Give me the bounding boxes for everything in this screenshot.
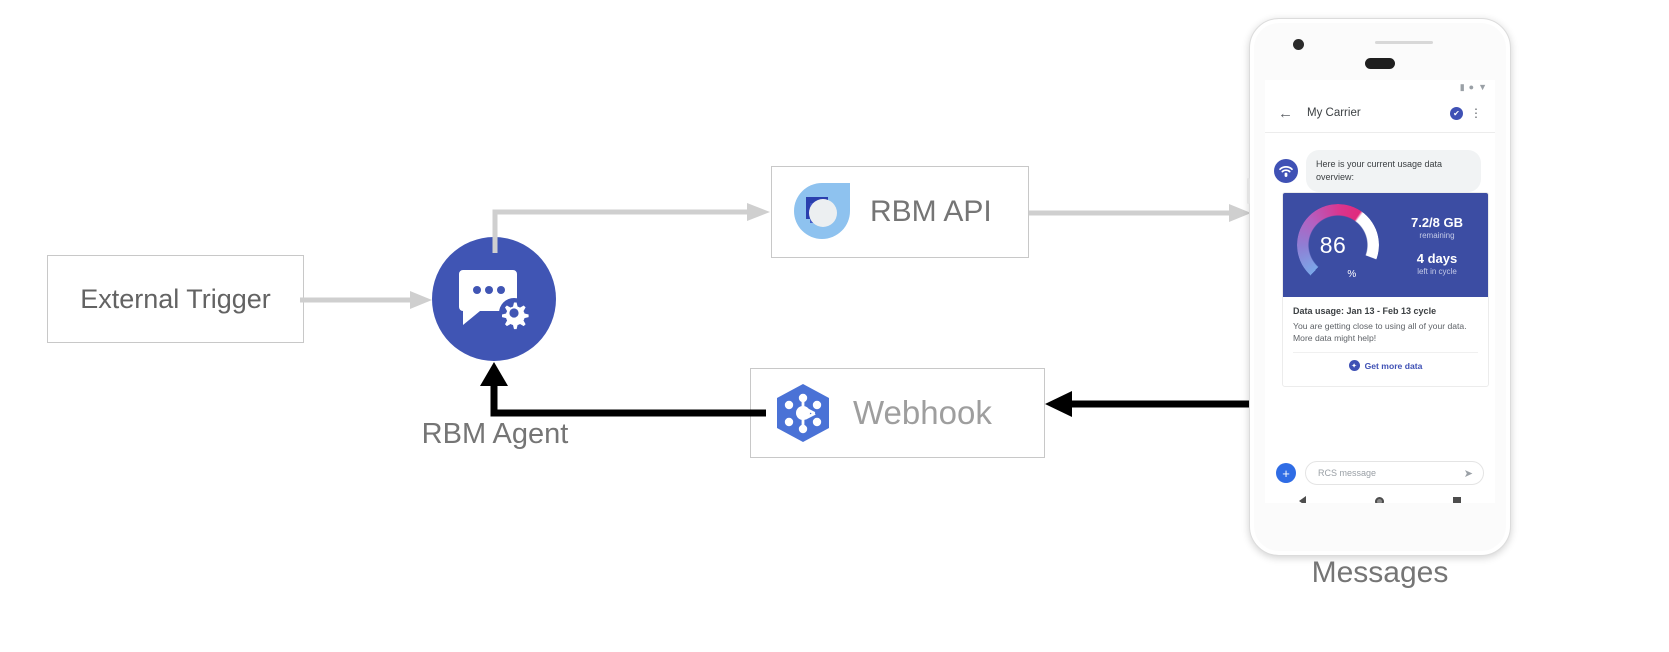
arrow-webhook-to-agent [480, 362, 766, 417]
wifi-icon: ● [1468, 81, 1475, 92]
gauge-value: 86 % [1297, 204, 1379, 286]
arrow-rbm-api-to-messages [1029, 204, 1251, 222]
stat-days-left-label: left in cycle [1417, 266, 1457, 276]
phone-screen: ▮ ● ▼ ← My Carrier ✔ ⋮ [1265, 80, 1495, 503]
app-bar-title: My Carrier [1307, 107, 1361, 119]
arrow-messages-to-webhook [1045, 391, 1258, 417]
messages-label: Messages [1311, 556, 1449, 589]
rbm-droplet-icon [794, 183, 850, 239]
card-description: You are getting close to using all of yo… [1293, 321, 1467, 344]
gauge-percent-sign: % [1347, 269, 1357, 280]
external-trigger-box[interactable]: External Trigger [47, 255, 304, 343]
app-bar: ← My Carrier ✔ ⋮ [1265, 94, 1495, 133]
cloud-functions-hexagon-icon [777, 384, 829, 442]
external-trigger-label: External Trigger [80, 283, 271, 314]
home-nav-icon[interactable] [1374, 496, 1384, 503]
overflow-menu-icon[interactable]: ⋮ [1470, 106, 1482, 120]
get-more-data-label: Get more data [1364, 360, 1423, 371]
card-title: Data usage: Jan 13 - Feb 13 cycle [1293, 306, 1437, 316]
card-hero: 86 % 7.2/8 GB remaining 4 days le [1283, 193, 1488, 297]
rich-card[interactable]: 86 % 7.2/8 GB remaining 4 days le [1282, 192, 1489, 387]
carrier-signal-icon [1279, 166, 1293, 177]
back-nav-icon[interactable] [1299, 496, 1307, 503]
card-stats: 7.2/8 GB remaining 4 days left in cycle [1386, 193, 1488, 297]
conversation-area: Here is your current usage data overview… [1265, 133, 1495, 451]
stat-days-left: 4 days left in cycle [1417, 251, 1457, 276]
rbm-api-label: RBM API [870, 195, 992, 228]
back-icon[interactable]: ← [1278, 104, 1293, 122]
webhook-box[interactable]: Webhook [750, 368, 1045, 458]
rbm-api-box[interactable]: RBM API [771, 166, 1029, 258]
stat-data-remaining: 7.2/8 GB remaining [1411, 215, 1463, 240]
status-bar: ▮ ● ▼ [1460, 80, 1487, 94]
stat-data-remaining-label: remaining [1419, 230, 1455, 240]
agent-avatar [1274, 159, 1298, 183]
stat-data-remaining-value: 7.2/8 GB [1410, 214, 1464, 230]
rbm-agent-circle [432, 237, 556, 361]
gauge-ring [1297, 204, 1379, 286]
rcs-message-placeholder: RCS message [1318, 468, 1377, 478]
globe-icon: ✦ [1348, 360, 1360, 372]
chat-gear-icon [459, 270, 529, 330]
webhook-label: Webhook [853, 394, 992, 431]
add-attachment-button[interactable]: + [1276, 463, 1296, 483]
earpiece-speaker [1365, 58, 1395, 69]
signal-icon: ▮ [1459, 81, 1465, 92]
gauge-number: 86 [1319, 231, 1347, 258]
get-more-data-button[interactable]: ✦ Get more data [1293, 351, 1478, 379]
usage-gauge: 86 % [1297, 204, 1379, 286]
front-camera-icon [1293, 39, 1304, 50]
android-nav-bar [1265, 490, 1495, 503]
verified-badge-icon[interactable]: ✔ [1450, 106, 1463, 120]
send-icon[interactable]: ➤ [1463, 467, 1473, 480]
recents-nav-icon[interactable] [1452, 497, 1461, 503]
battery-icon: ▼ [1478, 81, 1487, 92]
earpiece-line [1375, 41, 1433, 44]
rbm-agent-node[interactable] [432, 237, 556, 361]
phone-device: ▮ ● ▼ ← My Carrier ✔ ⋮ [1247, 18, 1511, 556]
rcs-message-input[interactable]: RCS message ➤ [1305, 461, 1484, 485]
stat-days-left-value: 4 days [1416, 250, 1458, 266]
arrow-agent-to-rbm-api [492, 203, 770, 253]
incoming-message-bubble: Here is your current usage data overview… [1306, 150, 1481, 192]
arrow-trigger-to-agent [300, 291, 432, 309]
card-body: Data usage: Jan 13 - Feb 13 cycle You ar… [1283, 297, 1488, 386]
message-composer: + RCS message ➤ [1265, 456, 1495, 490]
phone-side-button[interactable] [1247, 178, 1250, 204]
rbm-agent-label: RBM Agent [421, 418, 569, 450]
